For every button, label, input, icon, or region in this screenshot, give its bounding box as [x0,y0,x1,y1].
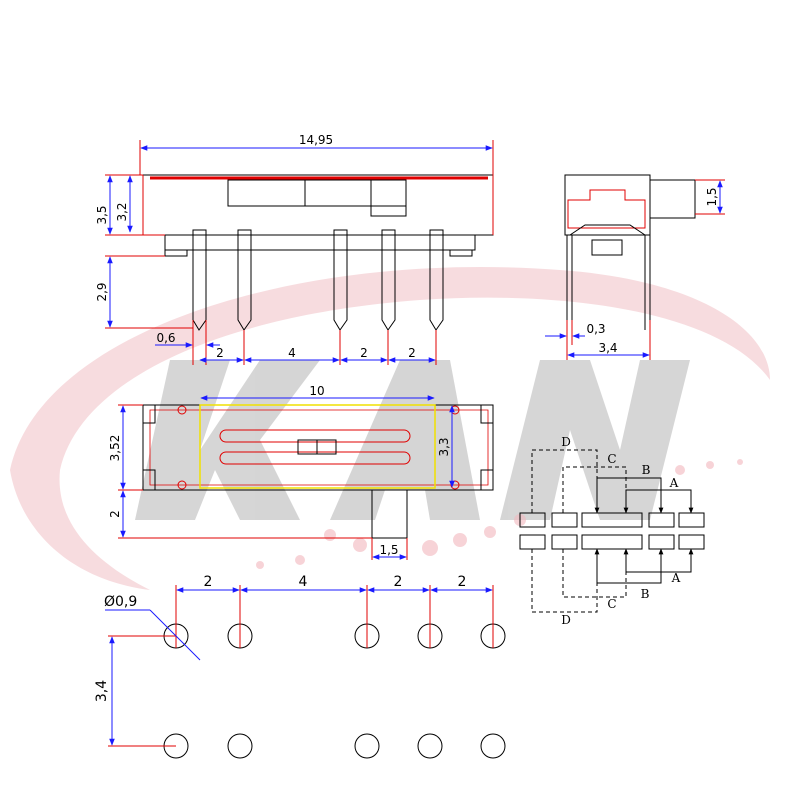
footprint-hole [227,733,253,759]
schematic: D C B A A B C D [519,435,705,627]
watermark-swoosh [10,266,770,590]
dim-overall-length: 14,95 [299,133,333,147]
fp-hole-leader [149,609,201,661]
top-slot-highlight [199,404,436,489]
top-view: 10 3,52 2 3,3 1,5 [108,384,494,560]
dim-height-total: 3,5 [95,205,109,224]
dim-pitch-3: 2 [360,346,368,360]
dim-actuator-height: 1,5 [705,187,719,206]
dim-actuator-width: 1,5 [379,543,398,557]
end-view: 1,5 0,3 3,4 [545,174,725,360]
sch-label-top-b: B [642,463,651,477]
fp-pitch-1: 2 [204,574,213,590]
sch-label-top-d: D [561,435,571,449]
end-actuator [649,179,696,219]
dim-slot-width: 3,3 [437,437,451,456]
sch-top-pad-4 [648,512,675,528]
dim-height-body: 3,2 [115,202,129,221]
schematic-bottom-row [519,534,705,550]
dim-pitch-4: 2 [408,346,416,360]
side-pins [192,229,444,331]
sch-label-bottom-a: A [671,571,681,585]
fp-pitch-4: 2 [458,574,467,590]
watermark-dots [256,459,743,569]
sch-label-top-c: C [607,452,616,466]
sch-bottom-pad-1 [519,534,546,550]
sch-top-pad-3 [581,512,643,528]
watermark [10,266,770,590]
dim-pitch-2: 4 [288,346,296,360]
footprint-bottom-row [163,733,506,759]
sch-label-bottom-d: D [561,613,571,627]
side-actuator [370,179,407,217]
fp-hole-diameter: Ø0,9 [104,594,137,610]
end-body [564,174,651,236]
side-body-outline [142,174,494,236]
footprint-hole [480,733,506,759]
sch-label-bottom-c: C [607,597,616,611]
dim-body-width: 3,52 [108,435,122,462]
watermark-letters [135,360,690,520]
sch-bottom-pad-3 [581,534,643,550]
dim-actuator-travel: 2 [108,510,122,518]
side-pin-2 [237,229,252,331]
side-pin-5 [429,229,444,331]
side-pin-1 [192,229,207,331]
fp-row-spacing: 3,4 [94,680,110,702]
dim-pin-length: 2,9 [95,282,109,301]
top-actuator [371,489,408,539]
side-pin-4 [381,229,396,331]
footprint-top-row [163,623,506,649]
side-base [164,234,476,251]
footprint-hole [354,733,380,759]
side-view: 14,95 3,5 3,2 2,9 0,6 2 4 2 2 [95,133,494,365]
dim-pin-width: 0,6 [156,331,175,345]
fp-pitch-2: 4 [299,574,308,590]
sch-label-top-a: A [669,476,679,490]
side-pin-3 [333,229,348,331]
sch-label-bottom-b: B [641,587,650,601]
sch-top-pad-2 [551,512,578,528]
dim-pin-thickness: 0,3 [586,322,605,336]
sch-bottom-pad-4 [648,534,675,550]
sch-bottom-pad-2 [551,534,578,550]
footprint: 2 4 2 2 Ø0,9 3,4 [94,574,506,759]
dim-slot-length: 10 [309,384,324,398]
schematic-top-row [519,512,705,528]
sch-top-pad-5 [678,512,705,528]
side-slot [227,179,407,207]
sch-bottom-pad-5 [678,534,705,550]
fp-pitch-3: 2 [394,574,403,590]
dim-pitch-1: 2 [216,346,224,360]
footprint-hole [417,733,443,759]
dim-pin-span: 3,4 [598,341,617,355]
